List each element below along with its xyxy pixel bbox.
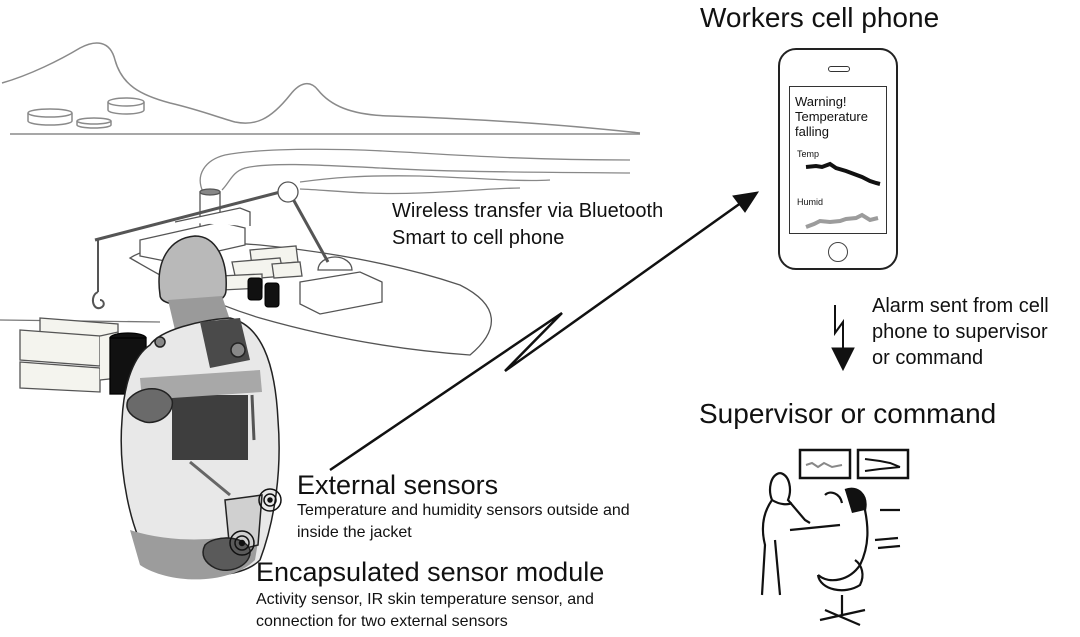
phone-warning-line-3: falling	[795, 124, 829, 139]
humid-sparkline	[805, 212, 879, 229]
external-sensors-title: External sensors	[297, 470, 499, 500]
worker-figure	[120, 235, 280, 580]
ship-barrels	[247, 277, 280, 308]
wireless-arrow-icon	[329, 191, 760, 472]
monitor-2-chart-b	[864, 466, 901, 472]
supervisor-workstation-illustration	[760, 448, 910, 627]
phone-screen: Warning! Temperature falling Temp Humid	[789, 86, 887, 234]
phone-warning-line-1: Warning!	[795, 94, 847, 109]
smartphone-icon: Warning! Temperature falling Temp Humid	[778, 48, 898, 270]
phone-speaker	[828, 66, 850, 72]
phone-title: Workers cell phone	[700, 2, 940, 33]
alarm-label-line-1: Alarm sent from cell	[872, 295, 1049, 317]
sensor-module-desc-line-2: connection for two external sensors	[256, 613, 508, 630]
phone-temp-label: Temp	[797, 149, 820, 159]
external-sensors-desc-line-2: inside the jacket	[297, 524, 412, 541]
supervisor-title: Supervisor or command	[699, 398, 997, 429]
alarm-label-line-3: or command	[872, 347, 984, 369]
phone-warning-line-2: Temperature	[795, 109, 868, 124]
phone-home-button	[828, 242, 848, 262]
sensor-module-icon	[229, 530, 255, 556]
wireless-label-line-2: Smart to cell phone	[392, 227, 565, 249]
alarm-label-line-2: phone to supervisor	[872, 321, 1048, 343]
sensor-module-desc-line-1: Activity sensor, IR skin temperature sen…	[256, 591, 594, 608]
monitor-1-chart	[805, 461, 843, 469]
sensor-module-title: Encapsulated sensor module	[256, 557, 605, 587]
temp-sparkline	[805, 161, 881, 186]
wireless-label-line-1: Wireless transfer via Bluetooth	[392, 200, 664, 222]
phone-sparklines	[805, 161, 881, 229]
monitor-2-chart-a	[864, 458, 901, 468]
ship-smoke	[199, 148, 631, 195]
alarm-arrow-icon	[831, 305, 855, 372]
external-sensor-icon	[258, 488, 282, 512]
phone-humid-label: Humid	[797, 197, 824, 207]
landscape	[1, 42, 641, 135]
external-sensors-desc-line-1: Temperature and humidity sensors outside…	[297, 502, 630, 519]
dock-cargo	[0, 317, 161, 395]
